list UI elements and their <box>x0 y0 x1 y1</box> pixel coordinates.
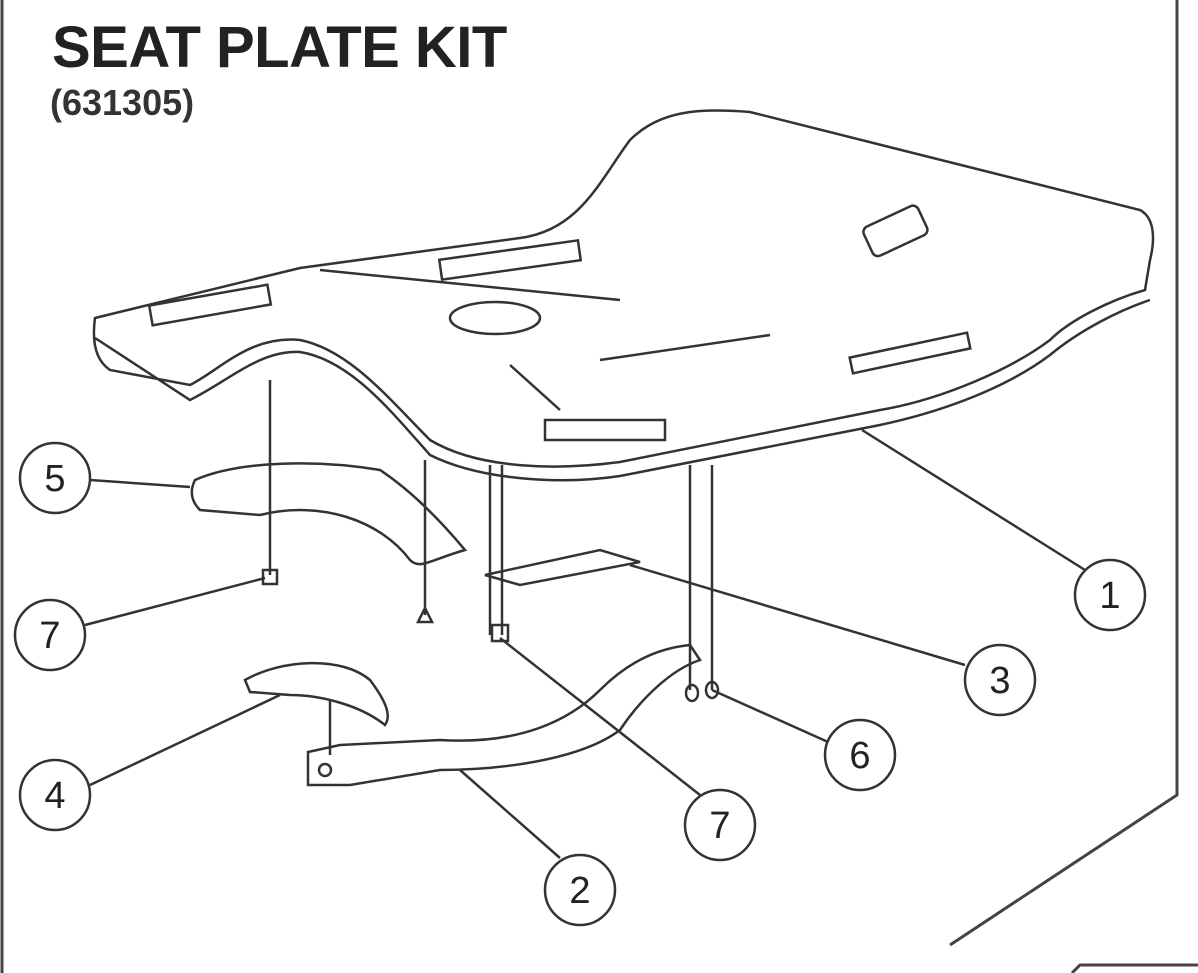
leader-lines <box>84 428 1086 859</box>
svg-text:2: 2 <box>569 870 590 912</box>
part-number: (631305) <box>50 82 195 123</box>
svg-text:7: 7 <box>709 805 730 847</box>
callout-2: 2 <box>543 853 617 927</box>
svg-text:6: 6 <box>849 735 870 777</box>
plate-part-3 <box>484 548 641 587</box>
callout-5: 5 <box>18 441 92 515</box>
bracket-part-5 <box>190 462 468 566</box>
svg-text:5: 5 <box>44 458 65 500</box>
svg-text:7: 7 <box>39 615 60 657</box>
callout-6: 6 <box>823 718 897 792</box>
callout-7a: 7 <box>13 598 87 672</box>
svg-text:4: 4 <box>44 775 65 817</box>
callout-7b: 7 <box>683 788 757 862</box>
callout-4: 4 <box>18 758 92 832</box>
svg-text:1: 1 <box>1099 575 1120 617</box>
page-title: SEAT PLATE KIT <box>52 15 507 80</box>
seat-plate <box>92 109 1155 482</box>
parts <box>190 380 720 787</box>
callout-3: 3 <box>963 643 1037 717</box>
bracket-part-4 <box>243 661 389 727</box>
svg-text:3: 3 <box>989 660 1010 702</box>
callouts: 1 2 3 4 5 6 7 7 <box>13 441 1147 927</box>
lever-part-2 <box>306 643 702 787</box>
callout-1: 1 <box>1073 558 1147 632</box>
